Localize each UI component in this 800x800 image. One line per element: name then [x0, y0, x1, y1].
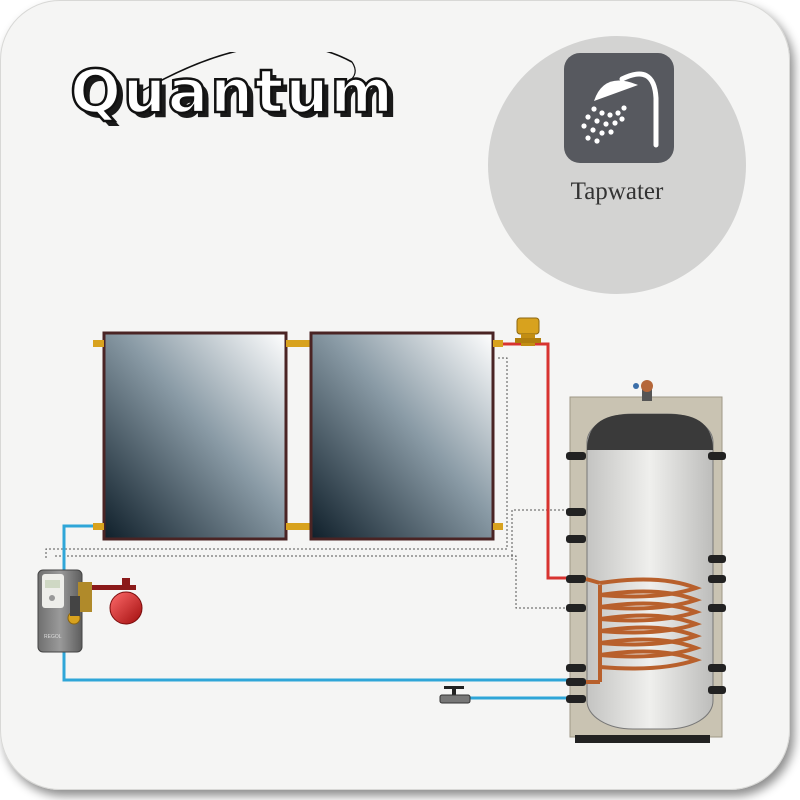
expansion-vessel [92, 578, 143, 625]
brand-name: Quantum [69, 57, 395, 127]
collector-connector [286, 340, 311, 530]
mode-badge[interactable]: Tapwater [488, 36, 746, 294]
mode-label: Tapwater [570, 178, 664, 205]
brand-logo: Quantum [69, 52, 410, 132]
tank-nozzles [566, 452, 726, 703]
solar-system-diagram: REGOL [37, 317, 726, 743]
hot-pipe [497, 342, 575, 580]
solar-collector-1 [93, 331, 288, 541]
cold-pipe [62, 524, 570, 700]
solar-collector-2 [309, 331, 503, 541]
logo-swoosh [139, 52, 356, 93]
air-vent [515, 317, 541, 346]
storage-tank [569, 380, 723, 743]
app-card: Quantum Tapwater [0, 0, 790, 790]
heat-exchanger-coil [585, 577, 702, 684]
controller-label: REGOL [44, 634, 62, 640]
shutoff-valve[interactable] [439, 686, 471, 704]
shower-icon [564, 53, 674, 163]
pump-station [37, 569, 92, 653]
sensor-lines [45, 357, 570, 609]
